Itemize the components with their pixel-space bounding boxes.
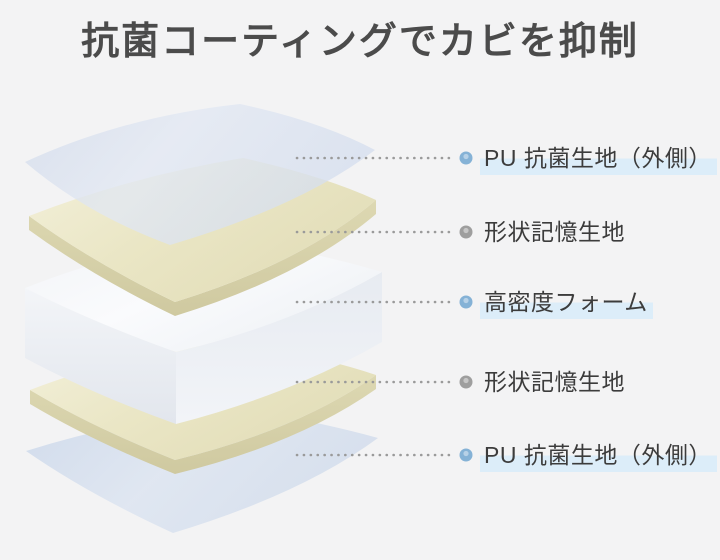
label-text: PU 抗菌生地（外側） [480,439,717,472]
label-text: PU 抗菌生地（外側） [480,142,717,175]
layer-labels: PU 抗菌生地（外側） 形状記憶生地 高密度フォーム 形状記憶生地 PU 抗菌生… [480,0,720,560]
bullet-inner-dot [463,450,469,457]
bullet-inner-dot [463,377,469,384]
page-title: 抗菌コーティングでカビを抑制 [81,21,639,63]
label-high-density-foam: 高密度フォーム [480,286,653,319]
label-pu-antibacterial-outer-bottom: PU 抗菌生地（外側） [480,439,717,472]
label-memory-fabric-lower: 形状記憶生地 [484,366,630,398]
label-bullets [459,151,473,462]
layer-1-pu-sheet-top [25,104,375,245]
bullet-inner-dot [463,297,469,304]
bullet-inner-dot [463,153,469,160]
label-text: 形状記憶生地 [484,219,625,245]
label-text: 高密度フォーム [480,286,653,319]
bullet-inner-dot [463,227,469,234]
label-memory-fabric-upper: 形状記憶生地 [484,216,630,248]
label-pu-antibacterial-outer-top: PU 抗菌生地（外側） [480,142,717,175]
label-text: 形状記憶生地 [484,369,625,395]
